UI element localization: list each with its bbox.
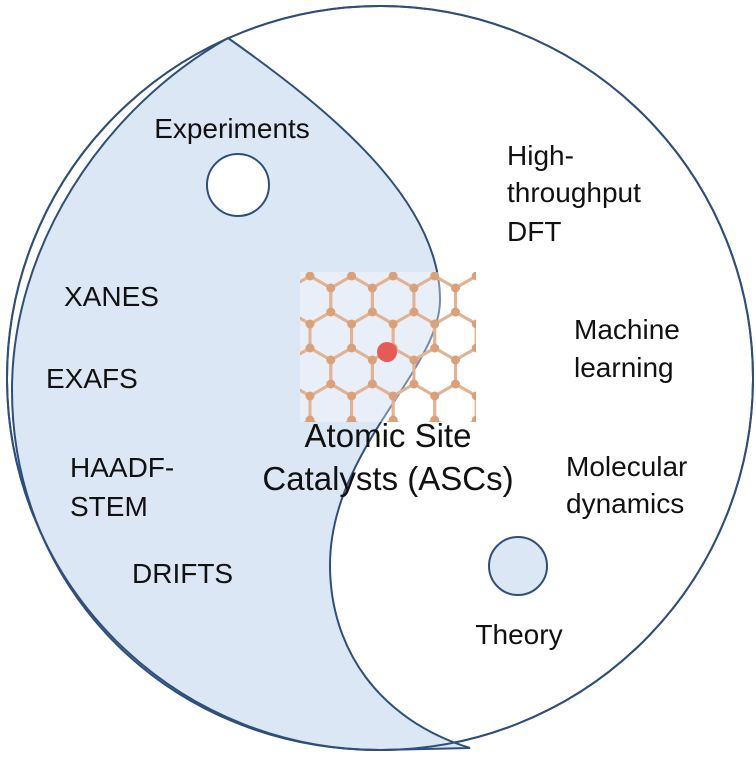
lattice-atom — [430, 319, 440, 329]
theory-dot — [488, 536, 548, 596]
experiments-region — [10, 36, 471, 752]
method-drifts: DRIFTS — [132, 558, 233, 589]
method-xanes: XANES — [64, 281, 159, 312]
lattice-atom — [305, 415, 315, 422]
lattice-atom — [388, 319, 398, 329]
lattice-atom — [430, 415, 440, 422]
lattice-atom — [430, 272, 440, 281]
lattice-atom — [388, 391, 398, 401]
lattice-atom — [305, 343, 315, 353]
lattice-atom — [409, 355, 419, 365]
method-haadf: HAADF- — [70, 452, 174, 483]
method-machine: Machine — [574, 314, 680, 345]
method-molecular: Molecular — [566, 451, 687, 482]
method-high: High- — [507, 140, 574, 171]
single-atom-site — [377, 342, 397, 362]
experiments-title: Experiments — [154, 113, 310, 144]
graphene-lattice-icon — [300, 272, 476, 422]
lattice-atom — [367, 355, 377, 365]
lattice-atom — [347, 272, 357, 281]
lattice-atom — [305, 319, 315, 329]
lattice-atom — [388, 415, 398, 422]
lattice-atom — [430, 343, 440, 353]
lattice-atom — [326, 379, 336, 389]
lattice-atom — [367, 379, 377, 389]
lattice-atom — [430, 391, 440, 401]
lattice-atom — [326, 307, 336, 317]
lattice-atom — [347, 415, 357, 422]
lattice-atom — [409, 283, 419, 293]
lattice-atom — [409, 307, 419, 317]
center-title-line1: Atomic Site — [305, 417, 472, 454]
center-title-line2: Catalysts (ASCs) — [262, 460, 513, 497]
lattice-atom — [347, 343, 357, 353]
lattice-atom — [347, 319, 357, 329]
lattice-atom — [450, 283, 460, 293]
lattice-atom — [450, 379, 460, 389]
lattice-atom — [471, 391, 476, 401]
lattice-atom — [450, 355, 460, 365]
method-dynamics: dynamics — [566, 488, 684, 519]
experiments-dot — [206, 153, 270, 217]
outer-circle-border — [6, 5, 754, 751]
theory-title: Theory — [475, 619, 562, 650]
lattice-atom — [367, 283, 377, 293]
lattice-atom — [367, 307, 377, 317]
lattice-atom — [471, 343, 476, 353]
method-dft: DFT — [507, 216, 561, 247]
lattice-atom — [471, 415, 476, 422]
lattice-atom — [305, 272, 315, 281]
method-exafs: EXAFS — [46, 363, 138, 394]
method-throughput: throughput — [507, 177, 641, 208]
lattice-atom — [471, 319, 476, 329]
method-stem: STEM — [70, 491, 148, 522]
lattice-atom — [450, 307, 460, 317]
lattice-atom — [326, 283, 336, 293]
lattice-atom — [409, 379, 419, 389]
lattice-atom — [347, 391, 357, 401]
lattice-atom — [388, 272, 398, 281]
lattice-atom — [305, 391, 315, 401]
lattice-atom — [326, 355, 336, 365]
lattice-atom — [471, 272, 476, 281]
method-learning: learning — [574, 352, 674, 383]
